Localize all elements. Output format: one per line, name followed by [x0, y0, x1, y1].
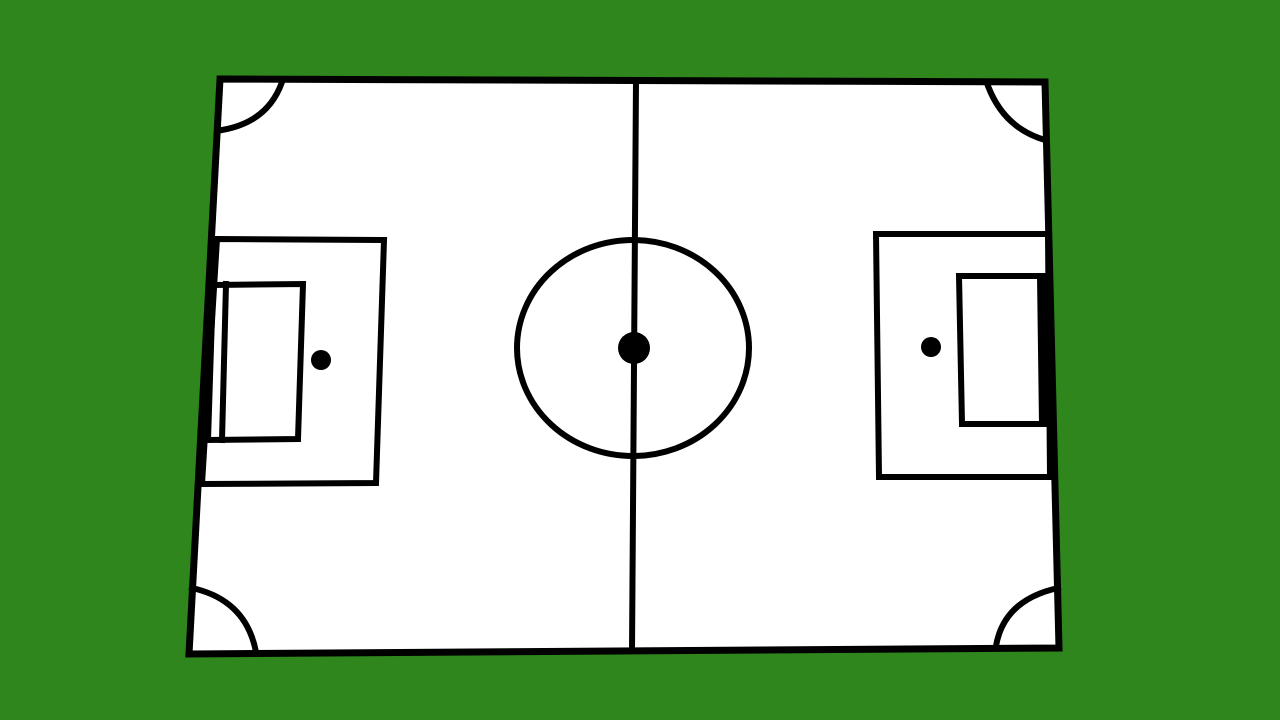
corner-arc-top-left	[218, 78, 286, 134]
halfway-line	[628, 77, 640, 655]
right-penalty-spot	[921, 337, 941, 357]
pitch-surface	[189, 79, 1059, 654]
left-penalty-spot	[311, 350, 331, 370]
left-goal-line-inner	[218, 280, 230, 444]
corner-arc-bottom-right	[992, 584, 1062, 650]
corner-arc-bottom-left	[188, 584, 260, 656]
right-goal-area	[955, 273, 1051, 427]
left-goal-area	[204, 280, 307, 444]
center-circle	[514, 237, 752, 459]
corner-arc-top-right	[984, 82, 1049, 144]
right-goal-line-inner	[1036, 272, 1046, 428]
pitch-boundary	[185, 75, 1063, 658]
right-penalty-area	[872, 231, 1054, 480]
center-spot	[618, 332, 650, 364]
